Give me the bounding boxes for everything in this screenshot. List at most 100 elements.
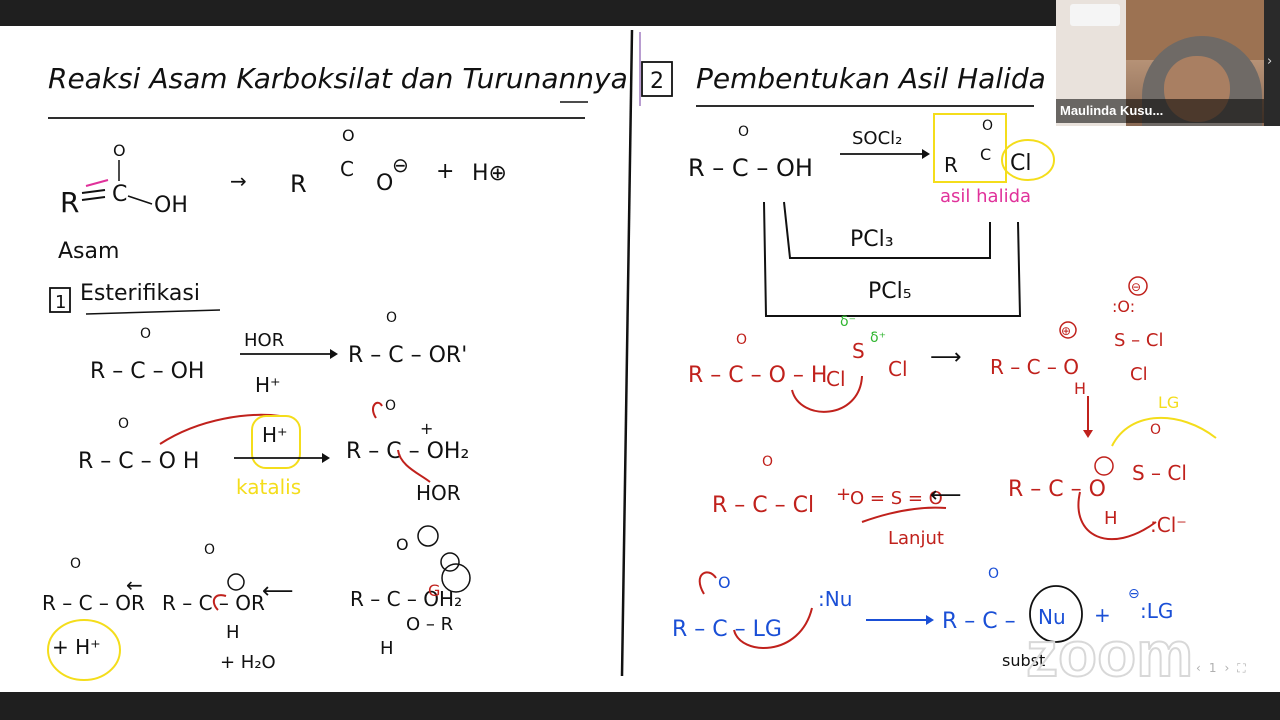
mech-red-charge-plus: ⊕ (1061, 324, 1071, 338)
mech-red-delta-plus: δ⁺ (870, 330, 886, 346)
strike-line (861, 506, 947, 523)
mech2-arrow-2: ⟵ (262, 579, 294, 604)
acid-oh: OH (154, 193, 188, 218)
mech-blue-plus: + (1094, 603, 1111, 627)
mech2-p1-o: O (70, 556, 81, 572)
mech-blue-lg: :LG (1140, 599, 1173, 623)
page-divider (620, 29, 634, 677)
mech-red-int-h: H (1074, 379, 1086, 398)
catalyst-highlight (251, 415, 301, 469)
acid-plus: + (436, 159, 454, 184)
reaction-b-pcl3: PCl₃ (850, 227, 894, 252)
mech-red2-product-o: O (762, 454, 773, 470)
mech-red-o: O (736, 332, 747, 348)
mech-blue-reactant: R – C – LG (672, 617, 782, 642)
red-curved-arrow (1077, 491, 1157, 540)
mech2-arrow-1: ← (126, 573, 143, 597)
pcl3-path (783, 201, 991, 259)
reaction-a-reagent-top: HOR (244, 330, 284, 351)
mech2-h-bottom: H (380, 638, 394, 659)
reaction-b-product-r: R (944, 153, 958, 177)
mech-red-int-s: S – Cl (1114, 330, 1163, 351)
reaction-a-product: R – C – OR' (348, 343, 467, 368)
mech2-p2-o: O (204, 542, 215, 558)
section-1-box (49, 287, 71, 313)
bond-line (81, 189, 106, 194)
mech2-h-plus: + H⁺ (52, 635, 101, 659)
reaction-b-reagent: SOCl₂ (852, 128, 902, 149)
mech-red2-int-o: O (1150, 422, 1161, 438)
mech-blue-product-o: O (988, 566, 999, 582)
mech-red2-product: R – C – Cl (712, 493, 814, 518)
mech2-o-minus: O (396, 535, 409, 554)
mech-red-int-o: :O: (1112, 297, 1135, 316)
section-2-title: Pembentukan Asil Halida (696, 62, 1046, 95)
arrow-head (1083, 430, 1093, 438)
page-indicator: 1 (1208, 661, 1217, 675)
mech-red2-gas-label: Lanjut (888, 528, 944, 549)
video-panel-toggle[interactable]: › (1264, 0, 1280, 126)
bottom-bar (0, 692, 1280, 720)
acid-arrow: → (230, 169, 247, 193)
charge-circle (440, 552, 460, 572)
chevron-right-icon[interactable]: › (1267, 54, 1273, 69)
acid-product-o: O (342, 126, 355, 145)
mech1-plus: + (420, 419, 433, 438)
next-page-button[interactable]: › (1224, 661, 1230, 675)
mech-red2-arrow: ⟵ (930, 483, 962, 508)
section-1-number: 1 (55, 292, 66, 313)
mech-red-cl-right: Cl (888, 357, 908, 381)
reaction-b-reactant: R – C – OH (688, 154, 813, 182)
mech-red-s: S (852, 339, 865, 363)
charge-circle (1094, 456, 1114, 476)
hplus-highlight (47, 619, 121, 681)
red-curved-arrow (212, 594, 227, 611)
acid-h-plus: H⊕ (472, 161, 507, 186)
charge-circle (227, 573, 245, 591)
reaction-a-reactant: R – C – OH (90, 359, 204, 384)
mech-red-int-cl: Cl (1130, 364, 1148, 385)
acid-product-c: C (340, 157, 354, 181)
red-curved-arrow (397, 449, 431, 483)
mech1-product-o: O (385, 398, 396, 414)
page-controls: ‹ 1 › ⛶ (1196, 658, 1266, 678)
section-2-number: 2 (650, 69, 664, 94)
lg-label-yellow: LG (1158, 393, 1179, 412)
reaction-b-pcl5: PCl₅ (868, 279, 912, 304)
section-1-underline (85, 309, 221, 315)
mech1-catalyst: H⁺ (262, 423, 288, 447)
red-curved-arrow (733, 607, 813, 649)
arrow-head (926, 615, 934, 625)
mech-blue-nu: :Nu (818, 587, 852, 611)
prev-page-button[interactable]: ‹ (1196, 661, 1201, 675)
bond-line (81, 196, 106, 201)
mech2-g: G (428, 581, 440, 600)
charge-circle (1059, 321, 1077, 339)
charge-circle (417, 525, 439, 547)
acid-product-o2: O (376, 171, 393, 196)
reaction-b-product-cl: Cl (1010, 151, 1031, 176)
mech-blue-product-r: R – C – (942, 609, 1016, 634)
mech1-o: O (118, 416, 129, 432)
mech2-p3: R – C – OH₂ (350, 587, 462, 611)
arrow-head (922, 149, 930, 159)
whiteboard-canvas[interactable]: Reaksi Asam Karboksilat dan Turunannya R… (0, 26, 1280, 692)
mech2-p3-bottom: O – R (406, 614, 453, 635)
participant-video[interactable]: Maulinda Kusu... (1056, 0, 1264, 126)
asam-label: Asam (58, 239, 119, 264)
charge-circle (1128, 276, 1148, 296)
video-ac-unit (1070, 4, 1120, 26)
fullscreen-icon[interactable]: ⛶ (1237, 660, 1246, 675)
mech1-reactant: R – C – O H (78, 449, 199, 474)
whiteboard-drawing: Reaksi Asam Karboksilat dan Turunannya R… (42, 29, 1217, 691)
arrow-head (322, 453, 330, 463)
mech-blue-o-minus: ⊖ (1128, 586, 1140, 602)
acid-r: R (60, 186, 79, 219)
mech-red2-cl-minus: :Cl⁻ (1150, 513, 1187, 537)
mech2-water: + H₂O (220, 652, 276, 673)
participant-name: Maulinda Kusu... (1060, 103, 1164, 118)
zoom-watermark: zoom (1026, 618, 1193, 690)
mech1-catalyst-label: katalis (236, 475, 301, 499)
reaction-b-product-label: asil halida (940, 186, 1031, 207)
reaction-a-reagent-bottom: H⁺ (255, 373, 281, 397)
